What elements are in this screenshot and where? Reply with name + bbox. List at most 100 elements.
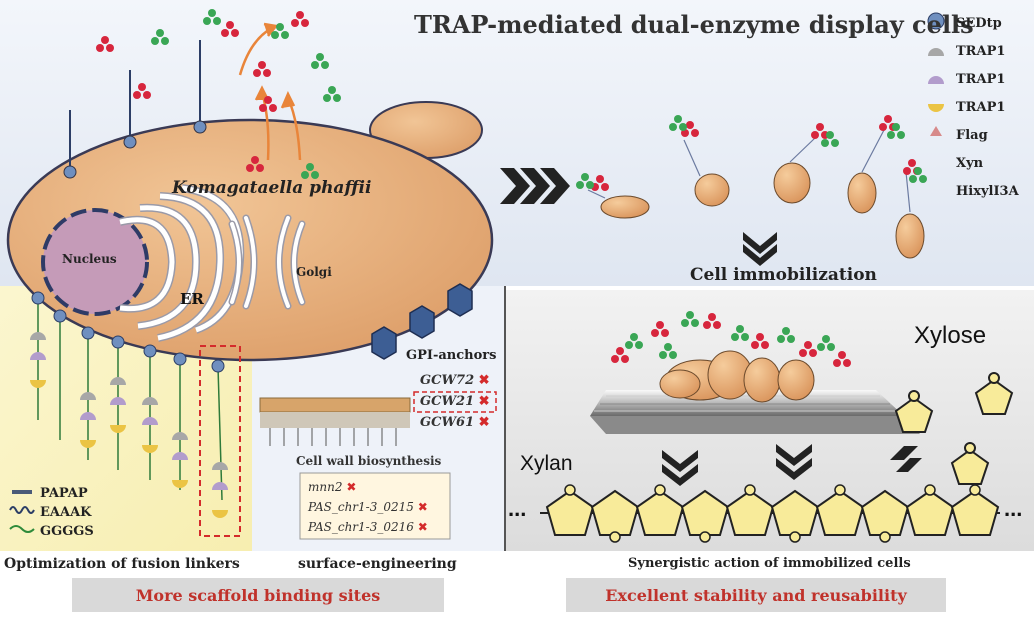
linker-papap: PAPAP	[40, 486, 88, 501]
hixyl-enzyme-icon	[311, 53, 329, 69]
caption-surface-engineering: surface-engineering	[298, 556, 457, 572]
xyn-enzyme-icon	[221, 21, 239, 37]
hixyl-enzyme-icon	[777, 327, 795, 343]
xylan-dots-right: ...	[1004, 496, 1023, 521]
gpi-gcw61: GCW61	[420, 415, 475, 430]
flow-chevrons	[500, 168, 777, 266]
linker-goggs: GGGGS	[40, 524, 94, 539]
xyn-enzyme-icon	[591, 175, 609, 191]
xyn-enzyme-icon	[833, 351, 851, 367]
legend-trap1-b: TRAP1	[956, 72, 1006, 87]
legend-sedtp: SEDtp	[956, 16, 1002, 31]
banner-binding-sites: More scaffold binding sites	[72, 578, 444, 612]
legend-xyn: Xyn	[956, 156, 984, 171]
xylan-dots-left: ...	[508, 496, 527, 521]
nucleus-label: Nucleus	[62, 252, 117, 266]
cell-wall-layer	[259, 397, 411, 446]
gpi-gcw21: GCW21	[420, 394, 475, 409]
legend-trap1-c: TRAP1	[956, 100, 1006, 115]
hixyl-enzyme-icon	[659, 343, 677, 359]
hixyl-enzyme-icon	[817, 335, 835, 351]
xyn-enzyme-icon	[811, 123, 829, 139]
cell-name-label: Komagataella phaffii	[172, 178, 372, 198]
gene-0215: PAS_chr1-3_0215	[308, 500, 414, 514]
down-chevrons	[662, 444, 922, 486]
xylan-chain	[540, 484, 1000, 543]
immobilized-cells-sequence	[600, 162, 925, 259]
xyn-enzyme-icon	[651, 321, 669, 337]
sedtp-beads	[31, 291, 225, 373]
mesh-scaffold	[590, 390, 920, 434]
hixyl-enzyme-icon	[625, 333, 643, 349]
hixyl-enzyme-icon	[681, 311, 699, 327]
hixyl-enzyme-icon	[301, 163, 319, 179]
gpi-gcw72: GCW72	[420, 373, 475, 388]
nucleus	[41, 208, 149, 316]
delete-mark-icon: ✖	[346, 480, 357, 494]
cell-anchors-sequence	[587, 129, 911, 213]
trap-domains	[30, 332, 228, 518]
xyn-enzyme-icon	[611, 347, 629, 363]
cell-wall-biosynthesis-label: Cell wall biosynthesis	[296, 454, 442, 468]
hixyl-enzyme-icon	[887, 123, 905, 139]
xyn-enzyme-icon	[133, 83, 151, 99]
golgi-stack	[228, 214, 306, 310]
xyn-enzyme-icon	[96, 36, 114, 52]
xylan-label: Xylan	[520, 452, 573, 475]
highlight-box-linker	[199, 345, 241, 537]
gene-0216: PAS_chr1-3_0216	[308, 520, 414, 534]
xyn-enzyme-icon	[291, 11, 309, 27]
hixyl-enzyme-icon	[576, 173, 594, 189]
legend-flag: Flag	[956, 128, 988, 143]
legend-trap1-a: TRAP1	[956, 44, 1006, 59]
delete-mark-icon: ✖	[478, 373, 490, 388]
enzyme-glyphs	[96, 9, 927, 367]
banner-stability-text: Excellent stability and reusability	[605, 585, 907, 605]
hixyl-enzyme-icon	[203, 9, 221, 25]
legend-hixyl: HixylI3A	[956, 184, 1019, 199]
diagram-title: TRAP-mediated dual-enzyme display cells	[414, 10, 974, 39]
hixyl-enzyme-icon	[151, 29, 169, 45]
legend-symbols	[927, 12, 945, 136]
linker-legend-symbols	[9, 490, 35, 533]
linker-legend: PAPAP EAAAK GGGGS	[40, 484, 94, 541]
caption-fusion-linkers: Optimization of fusion linkers	[4, 556, 240, 572]
gpi-anchors-title: GPI-anchors	[406, 348, 497, 363]
xyn-enzyme-icon	[703, 313, 721, 329]
caption-synergistic: Synergistic action of immobilized cells	[628, 556, 911, 571]
biosynthesis-box	[299, 472, 451, 540]
biosynthesis-genes: mnn2 ✖ PAS_chr1-3_0215 ✖ PAS_chr1-3_0216…	[308, 477, 428, 537]
delete-mark-icon: ✖	[478, 394, 490, 409]
hixyl-enzyme-icon	[271, 23, 289, 39]
banner-binding-sites-text: More scaffold binding sites	[135, 585, 381, 605]
delete-mark-icon: ✖	[417, 520, 428, 534]
delete-mark-icon: ✖	[478, 415, 490, 430]
xyn-enzyme-icon	[259, 96, 277, 112]
xyn-enzyme-icon	[681, 121, 699, 137]
hixyl-enzyme-icon	[821, 131, 839, 147]
xylose-monomers	[894, 372, 1014, 485]
secretion-arrows	[238, 22, 302, 161]
hixyl-enzyme-icon	[323, 86, 341, 102]
highlight-box-gcw	[413, 391, 497, 413]
er-label: ER	[180, 290, 204, 308]
xylose-label: Xylose	[914, 322, 987, 349]
linker-eaaak: EAAAK	[40, 505, 92, 520]
legend: SEDtp TRAP1 TRAP1 TRAP1 Flag Xyn HixylI3…	[956, 10, 1034, 206]
hixyl-enzyme-icon	[669, 115, 687, 131]
surface-constructs-top	[63, 40, 207, 179]
golgi-label: Golgi	[296, 265, 332, 279]
xyn-enzyme-icon	[246, 156, 264, 172]
hixyl-enzyme-icon	[731, 325, 749, 341]
delete-mark-icon: ✖	[417, 500, 428, 514]
xyn-enzyme-icon	[253, 61, 271, 77]
xyn-enzyme-icon	[799, 341, 817, 357]
cell-cluster	[659, 350, 815, 403]
gpi-anchor-hexagons	[371, 283, 473, 360]
gene-mnn2: mnn2	[308, 480, 343, 494]
xyn-enzyme-icon	[751, 333, 769, 349]
banner-stability: Excellent stability and reusability	[566, 578, 946, 612]
cell-immobilization-label: Cell immobilization	[690, 265, 877, 285]
